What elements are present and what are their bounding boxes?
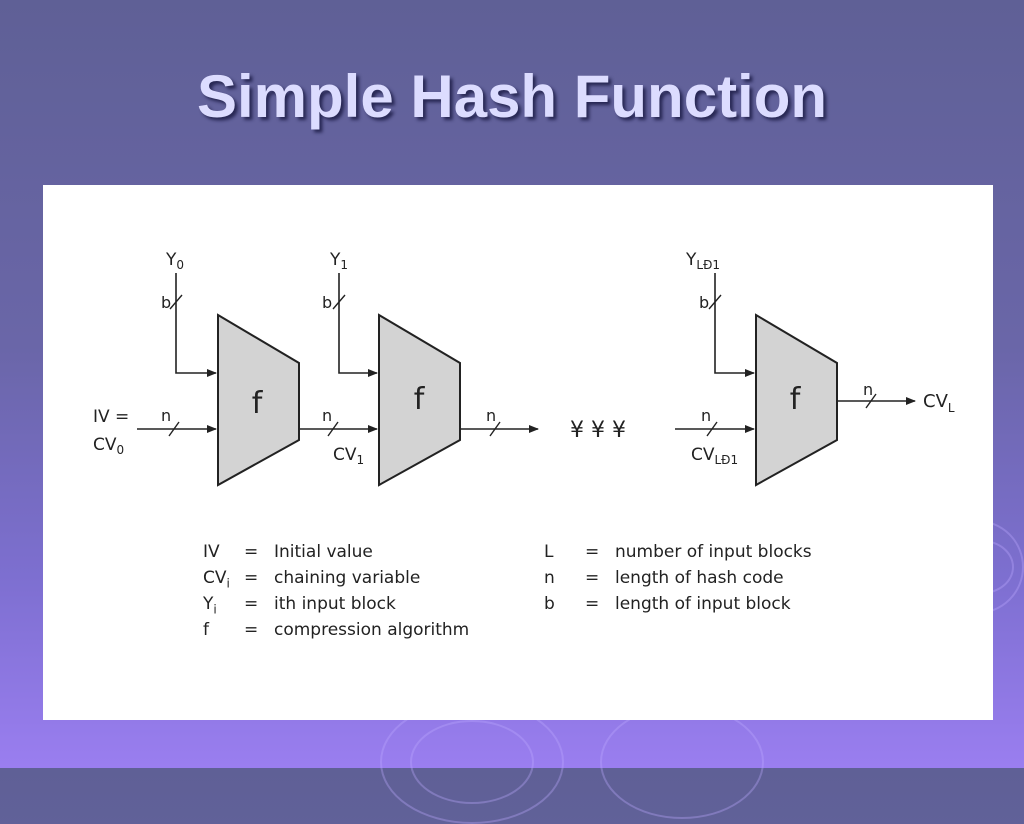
n-label: n <box>701 406 711 425</box>
legend-row: n = length of hash code <box>544 568 864 594</box>
legend-description: ith input block <box>274 594 396 614</box>
diagram-panel: f f f Y0 b Y1 b YLÐ1 <box>43 185 993 720</box>
cv0-label: CV0 <box>93 435 124 457</box>
input-y1: Y1 b <box>322 250 378 377</box>
input-yl1: YLÐ1 b <box>685 250 755 377</box>
legend-description: Initial value <box>274 542 373 562</box>
block-label: f <box>414 382 426 417</box>
cvl1-input: n CVLÐ1 <box>675 406 755 467</box>
cvl1-label: CVLÐ1 <box>691 445 738 467</box>
block-label: f <box>790 382 802 417</box>
n-label: n <box>322 406 332 425</box>
cvl-label: CVL <box>923 391 955 415</box>
legend-row: b = length of input block <box>544 594 864 620</box>
b-label: b <box>322 293 332 312</box>
legend-symbol: Yi <box>203 594 217 617</box>
n-label: n <box>486 406 496 425</box>
n-label: n <box>863 380 873 399</box>
legend-equals: = <box>585 542 600 562</box>
input-label: YLÐ1 <box>685 250 720 272</box>
legend-equals: = <box>585 594 600 614</box>
block-label: f <box>252 386 264 421</box>
legend-right: L = number of input blocks n = length of… <box>544 542 864 620</box>
legend-description: length of hash code <box>615 568 784 588</box>
input-y0: Y0 b <box>161 250 217 377</box>
input-label: Y1 <box>329 250 348 272</box>
cv1-label: CV1 <box>333 445 364 467</box>
legend-left: IV = Initial value CVi = chaining variab… <box>203 542 523 646</box>
final-output: n CVL <box>837 380 955 415</box>
legend-equals: = <box>244 568 259 588</box>
iv-label: IV = <box>93 407 129 427</box>
legend-equals: = <box>585 568 600 588</box>
legend-equals: = <box>244 542 259 562</box>
legend-row: L = number of input blocks <box>544 542 864 568</box>
n-label: n <box>161 406 171 425</box>
compression-block-1: f <box>217 313 300 487</box>
legend-row: f = compression algorithm <box>203 620 523 646</box>
legend-symbol: IV <box>203 542 220 562</box>
input-label: Y0 <box>165 250 184 272</box>
legend-description: length of input block <box>615 594 791 614</box>
b-label: b <box>699 293 709 312</box>
legend-row: IV = Initial value <box>203 542 523 568</box>
block2-output: n <box>460 406 539 437</box>
decor-swirl <box>600 705 764 819</box>
legend-description: chaining variable <box>274 568 421 588</box>
legend-symbol: n <box>544 568 555 588</box>
legend-symbol: CVi <box>203 568 230 591</box>
b-label: b <box>161 293 171 312</box>
legend-equals: = <box>244 620 259 640</box>
cv1-connection: n CV1 <box>299 406 378 467</box>
legend-symbol: f <box>203 620 209 640</box>
legend-description: number of input blocks <box>615 542 812 562</box>
legend-symbol: L <box>544 542 554 562</box>
hash-diagram: f f f Y0 b Y1 b YLÐ1 <box>93 250 955 487</box>
compression-block-last: f <box>755 313 838 487</box>
legend-equals: = <box>244 594 259 614</box>
legend-row: CVi = chaining variable <box>203 568 523 594</box>
decor-swirl <box>410 720 534 804</box>
iv-input: IV = CV0 n <box>93 406 217 457</box>
slide-title: Simple Hash Function <box>196 63 828 130</box>
legend-symbol: b <box>544 594 555 614</box>
ellipsis-marks: ¥ ¥ ¥ <box>570 418 626 443</box>
compression-block-2: f <box>378 313 461 487</box>
legend-description: compression algorithm <box>274 620 470 640</box>
legend-row: Yi = ith input block <box>203 594 523 620</box>
